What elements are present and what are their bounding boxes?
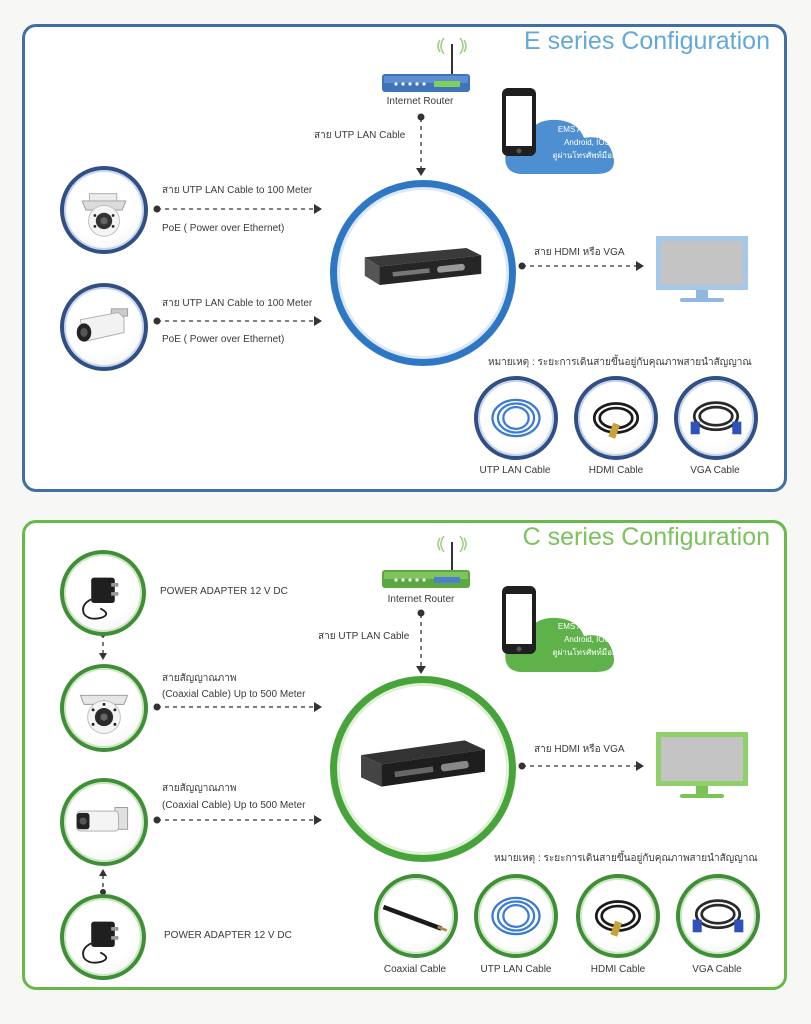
hdmi-cable-icon (594, 900, 642, 937)
e-cam1-cable-label: สาย UTP LAN Cable to 100 Meter (162, 185, 313, 196)
lan-cable-icon (491, 398, 541, 438)
c-cable-label-1: UTP LAN Cable (480, 964, 552, 975)
e-monitor-link-label: สาย HDMI หรือ VGA (534, 247, 625, 258)
c-series-title: C series Configuration (522, 523, 770, 551)
lan-cable-icon (491, 896, 541, 936)
e-note: หมายเหตุ : ระยะการเดินสายขึ้นอยู่กับคุณภ… (488, 357, 752, 368)
c-coaxial-cable (374, 874, 458, 958)
e-cam1-power-label: PoE ( Power over Ethernet) (162, 223, 285, 234)
e-cloud-line1: EMS Application (557, 125, 617, 134)
c-dome-camera (60, 664, 148, 752)
c-cam1-cable-label: (Coaxial Cable) Up to 500 Meter (162, 689, 306, 700)
c-power-adapter-top (60, 550, 146, 636)
e-hdmi-cable (574, 376, 658, 460)
e-mobile-cloud (502, 88, 614, 174)
e-cloud-line3: ดูผ่านโทรศัพท์มือถือ (552, 151, 622, 160)
e-router (376, 36, 476, 96)
e-router-link-label: สาย UTP LAN Cable (314, 130, 406, 141)
router-icon (382, 535, 470, 588)
c-hdmi-cable (576, 874, 660, 958)
monitor-icon (656, 732, 748, 798)
vga-cable-icon (690, 401, 742, 435)
c-mobile-cloud (502, 586, 614, 672)
e-utp-cable (474, 376, 558, 460)
router-icon (382, 37, 470, 92)
c-cam2-cable-label: (Coaxial Cable) Up to 500 Meter (162, 800, 306, 811)
c-cable-label-0: Coaxial Cable (383, 964, 447, 975)
e-cable-label-0: UTP LAN Cable (479, 465, 551, 476)
e-router-label: Internet Router (386, 96, 454, 107)
c-adapter-top-label: POWER ADAPTER 12 V DC (160, 586, 288, 597)
c-dvr-circle (330, 676, 516, 862)
e-cable-label-1: HDMI Cable (588, 465, 644, 476)
hdmi-cable-icon (592, 402, 640, 439)
power-adapter-icon (82, 577, 119, 620)
c-cloud-line2: Android, IOS (564, 635, 610, 644)
c-cable-label-2: HDMI Cable (590, 964, 646, 975)
e-dvr-circle (330, 180, 516, 366)
c-cam1-title: สายสัญญาณภาพ (162, 673, 237, 684)
c-router (376, 534, 476, 594)
bullet-camera-icon (76, 807, 129, 832)
bullet-camera-icon (76, 308, 129, 343)
c-power-adapter-bottom (60, 894, 146, 980)
e-cable-label-2: VGA Cable (690, 465, 740, 476)
c-bullet-camera (60, 778, 148, 866)
dome-camera-icon (79, 694, 129, 734)
monitor-icon (656, 236, 748, 302)
coaxial-cable-icon (382, 904, 448, 932)
dvr-recorder-icon (361, 740, 485, 787)
c-router-link-label: สาย UTP LAN Cable (318, 631, 410, 642)
c-vga-cable (676, 874, 760, 958)
e-cam2-power-label: PoE ( Power over Ethernet) (162, 334, 285, 345)
dome-camera-icon (81, 193, 127, 237)
c-adapter-bottom-label: POWER ADAPTER 12 V DC (164, 930, 292, 941)
c-monitor (656, 732, 748, 798)
c-cable-label-3: VGA Cable (692, 964, 742, 975)
e-bullet-camera (60, 283, 148, 371)
c-cloud-line3: ดูผ่านโทรศัพท์มือถือ (552, 648, 622, 657)
c-note: หมายเหตุ : ระยะการเดินสายขึ้นอยู่กับคุณภ… (494, 853, 758, 864)
dvr-recorder-icon (364, 248, 482, 286)
c-monitor-link-label: สาย HDMI หรือ VGA (534, 744, 625, 755)
c-cloud-line1: EMS Application (557, 622, 617, 631)
e-cam2-cable-label: สาย UTP LAN Cable to 100 Meter (162, 298, 313, 309)
c-cloud-text: EMS Application Android, IOS ดูผ่านโทรศั… (532, 620, 642, 659)
c-utp-cable (474, 874, 558, 958)
e-cloud-line2: Android, IOS (564, 138, 610, 147)
power-adapter-icon (82, 921, 119, 964)
c-router-label: Internet Router (387, 594, 455, 605)
vga-cable-icon (692, 899, 744, 933)
e-vga-cable (674, 376, 758, 460)
e-cloud-text: EMS Application Android, IOS ดูผ่านโทรศั… (532, 123, 642, 162)
e-monitor (656, 236, 748, 302)
e-dome-camera (60, 166, 148, 254)
e-series-title: E series Configuration (524, 27, 770, 55)
c-cam2-title: สายสัญญาณภาพ (162, 783, 237, 794)
